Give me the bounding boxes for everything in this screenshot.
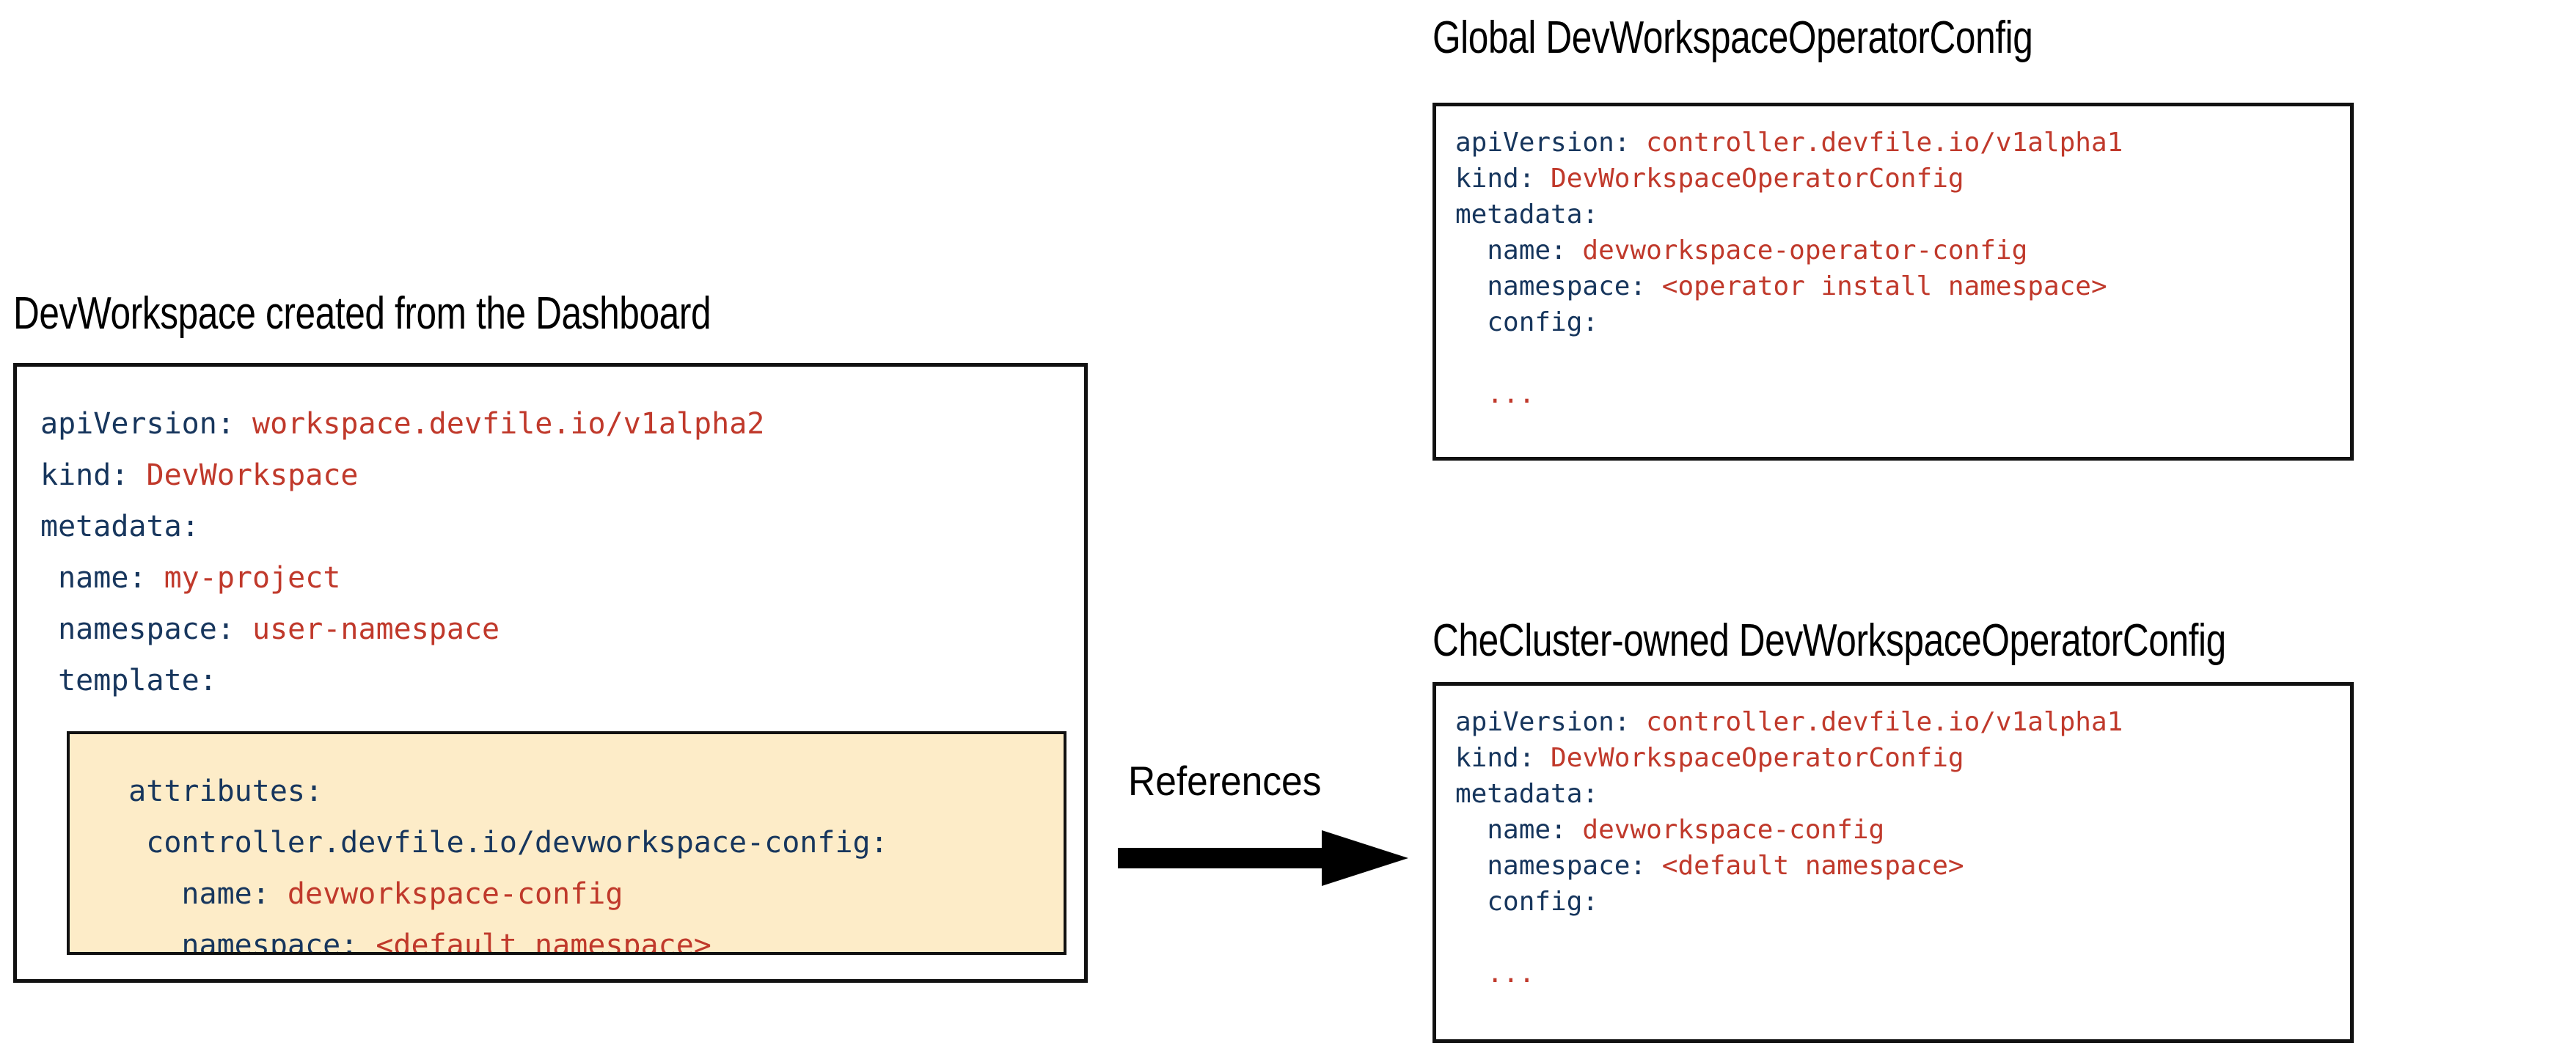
yaml-ellipsis: ... [1455, 379, 1535, 409]
checluster-dwoc-yaml-code: apiVersion: controller.devfile.io/v1alph… [1455, 704, 2123, 992]
attributes-yaml-code: attributes: controller.devfile.io/devwor… [93, 766, 888, 955]
yaml-key: config: [1455, 887, 1599, 917]
yaml-key: kind: [1455, 164, 1535, 194]
global-dwoc-title: Global DevWorkspaceOperatorConfig [1432, 12, 2033, 63]
yaml-key: metadata: [1455, 199, 1599, 230]
yaml-key: apiVersion: [1455, 128, 1631, 158]
yaml-key: name: [1455, 235, 1567, 266]
yaml-key: template: [40, 664, 217, 697]
yaml-value: workspace.devfile.io/v1alpha2 [234, 407, 765, 441]
devworkspace-config-attributes-highlight: attributes: controller.devfile.io/devwor… [67, 731, 1066, 955]
right-arrow-icon [1118, 830, 1408, 886]
references-label: References [1128, 758, 1322, 804]
left-panel-title: DevWorkspace created from the Dashboard [13, 288, 711, 339]
yaml-key: namespace: [1455, 851, 1647, 881]
yaml-value: DevWorkspace [128, 458, 359, 492]
yaml-value: <default namespace> [1646, 851, 1964, 881]
yaml-key: attributes: [93, 774, 323, 808]
yaml-key: metadata: [1455, 779, 1599, 809]
yaml-key: namespace: [40, 612, 235, 646]
global-dwoc-yaml-box: apiVersion: controller.devfile.io/v1alph… [1432, 103, 2354, 461]
global-dwoc-yaml-code: apiVersion: controller.devfile.io/v1alph… [1455, 125, 2123, 412]
yaml-key: namespace: [1455, 271, 1647, 301]
yaml-key: kind: [40, 458, 129, 492]
yaml-value: controller.devfile.io/v1alpha1 [1630, 707, 2123, 737]
yaml-key: namespace: [93, 929, 359, 955]
yaml-value: devworkspace-config [269, 877, 623, 911]
yaml-value: <operator install namespace> [1646, 271, 2107, 301]
yaml-value: DevWorkspaceOperatorConfig [1534, 164, 1964, 194]
yaml-ellipsis: ... [1455, 959, 1535, 989]
yaml-key: apiVersion: [40, 407, 235, 441]
yaml-key: metadata: [40, 510, 200, 543]
yaml-value: my-project [146, 561, 341, 595]
checluster-dwoc-yaml-box: apiVersion: controller.devfile.io/v1alph… [1432, 682, 2354, 1043]
yaml-value: user-namespace [234, 612, 500, 646]
devworkspace-yaml-box: apiVersion: workspace.devfile.io/v1alpha… [13, 363, 1088, 983]
yaml-value: <default namespace> [358, 929, 711, 955]
yaml-value: DevWorkspaceOperatorConfig [1534, 743, 1964, 773]
yaml-key: name: [93, 877, 270, 911]
yaml-key: kind: [1455, 743, 1535, 773]
devworkspace-yaml-code: apiVersion: workspace.devfile.io/v1alpha… [40, 398, 764, 706]
yaml-key: name: [40, 561, 147, 595]
yaml-value: controller.devfile.io/v1alpha1 [1630, 128, 2123, 158]
yaml-value: devworkspace-operator-config [1566, 235, 2028, 266]
yaml-value: devworkspace-config [1566, 815, 1885, 845]
yaml-key: name: [1455, 815, 1567, 845]
yaml-key: apiVersion: [1455, 707, 1631, 737]
checluster-dwoc-title: CheCluster-owned DevWorkspaceOperatorCon… [1432, 615, 2226, 666]
yaml-key: controller.devfile.io/devworkspace-confi… [93, 826, 888, 860]
yaml-key: config: [1455, 307, 1599, 337]
